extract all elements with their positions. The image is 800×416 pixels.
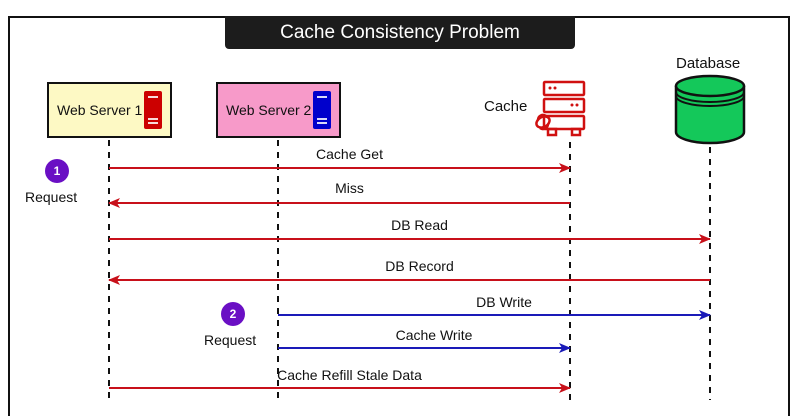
- diagram-title: Cache Consistency Problem: [225, 16, 575, 49]
- actor-web-server-1: Web Server 1: [47, 82, 172, 138]
- server-icon: [144, 91, 162, 129]
- cache-server-icon: [535, 80, 586, 137]
- message-label: DB Record: [385, 258, 454, 274]
- web-server-2-label: Web Server 2: [226, 102, 312, 118]
- message-label: Cache Write: [395, 327, 473, 343]
- message-label: DB Read: [391, 217, 448, 233]
- request-2-badge: 2: [221, 302, 245, 326]
- request-2-label: Request: [204, 332, 257, 348]
- sequence-lines: [108, 140, 711, 400]
- message-label: Miss: [335, 180, 364, 196]
- actor-web-server-2: Web Server 2: [216, 82, 341, 138]
- web-server-1-label: Web Server 1: [57, 102, 143, 118]
- cache-label: Cache: [484, 98, 528, 115]
- message-label: Cache Get: [316, 146, 383, 162]
- database-label: Database: [676, 55, 741, 72]
- message-label: DB Write: [476, 294, 532, 310]
- request-1-badge: 1: [45, 159, 69, 183]
- database-icon: [674, 74, 746, 145]
- server-icon: [313, 91, 331, 129]
- message-label: Cache Refill Stale Data: [277, 367, 422, 383]
- request-1-label: Request: [25, 189, 78, 205]
